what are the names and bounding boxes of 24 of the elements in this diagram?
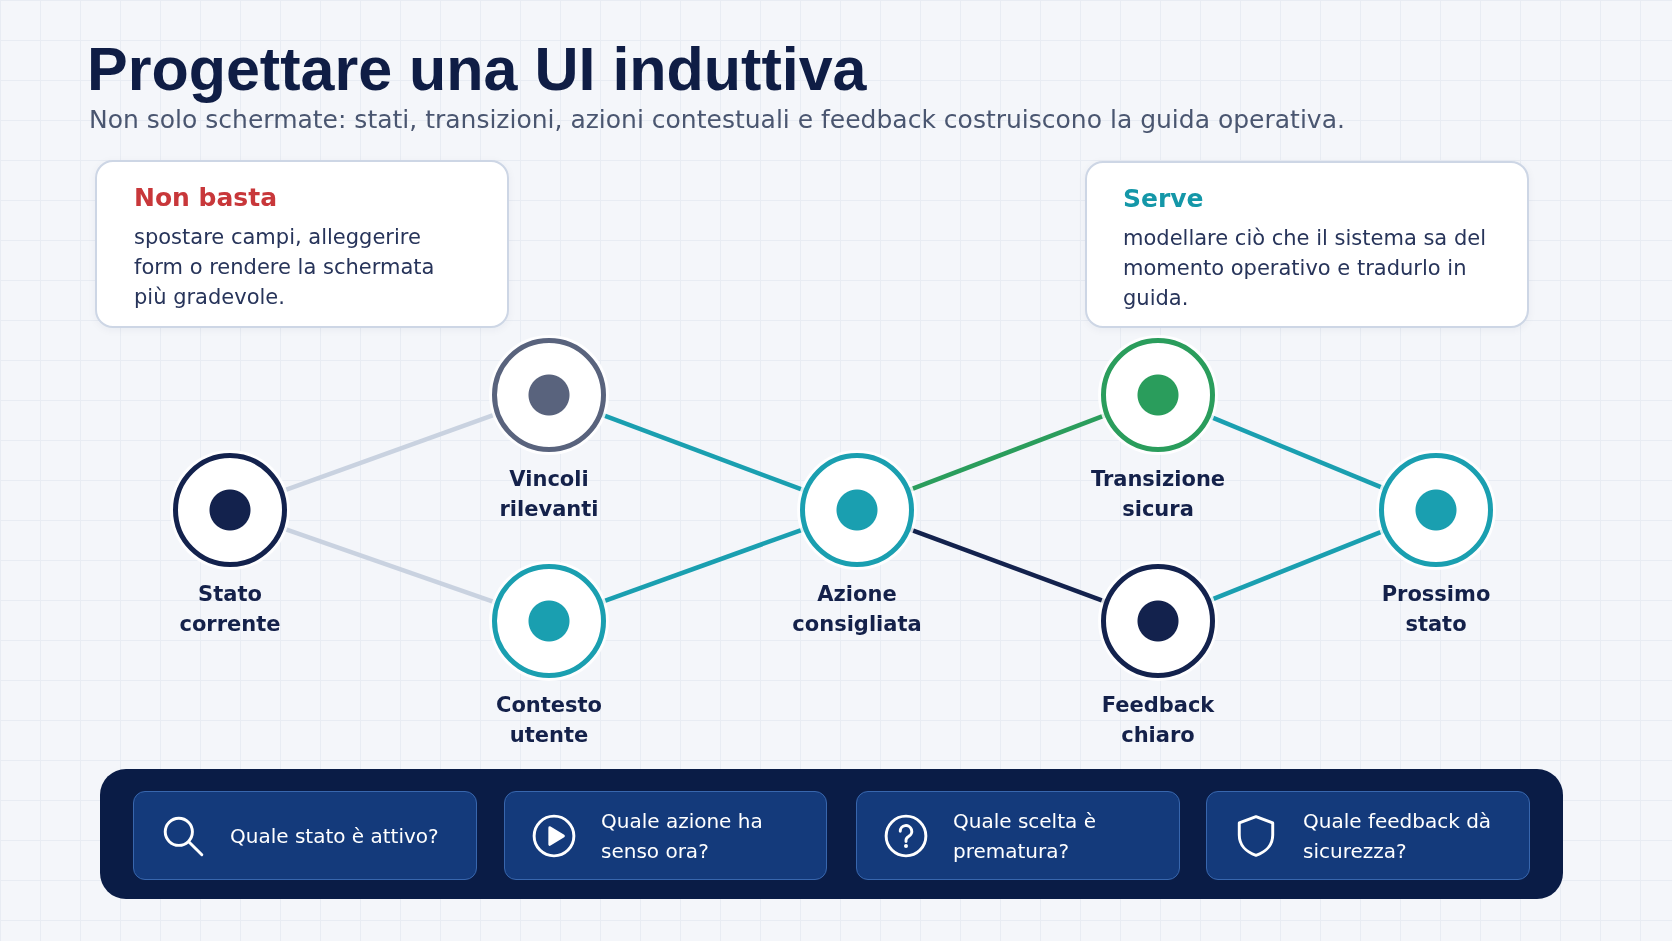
node-label: Prossimo stato [1380, 581, 1492, 638]
note-text: spostare campi, alleggerire form o rendere la schermata più gradevole. [134, 224, 436, 311]
card-text: Quale feedback dà sicurezza? [1303, 807, 1493, 865]
node-label: Vincoli rilevanti [498, 466, 600, 523]
card-text: Quale azione ha senso ora? [601, 807, 764, 865]
question-card [856, 791, 1180, 880]
note-text: modellare ciò che il sistema sa del momento operativo e tradurlo in guida. [1123, 225, 1487, 312]
node-label: Azione consigliata [791, 581, 923, 638]
node-label: Transizione sicura [1089, 466, 1227, 523]
question-card [133, 791, 477, 880]
node-label: Feedback chiaro [1100, 692, 1216, 749]
subtitle: Non solo schermate: stati, transizioni, azioni contestuali e feedback costruiscono la guida operativa. [89, 105, 1345, 135]
note-heading: Non basta [134, 182, 279, 214]
node-label: Contesto utente [494, 692, 603, 749]
note-card [95, 160, 509, 328]
note-card [1085, 161, 1529, 328]
connector-line [1210, 529, 1384, 602]
question-card [504, 791, 827, 880]
node-label: Stato corrente [178, 581, 282, 638]
card-text: Quale scelta è prematura? [953, 807, 1097, 865]
card-text: Quale stato è attivo? [230, 822, 440, 850]
question-card [1206, 791, 1530, 880]
note-heading: Serve [1123, 183, 1205, 215]
bottom-panel [100, 769, 1563, 899]
